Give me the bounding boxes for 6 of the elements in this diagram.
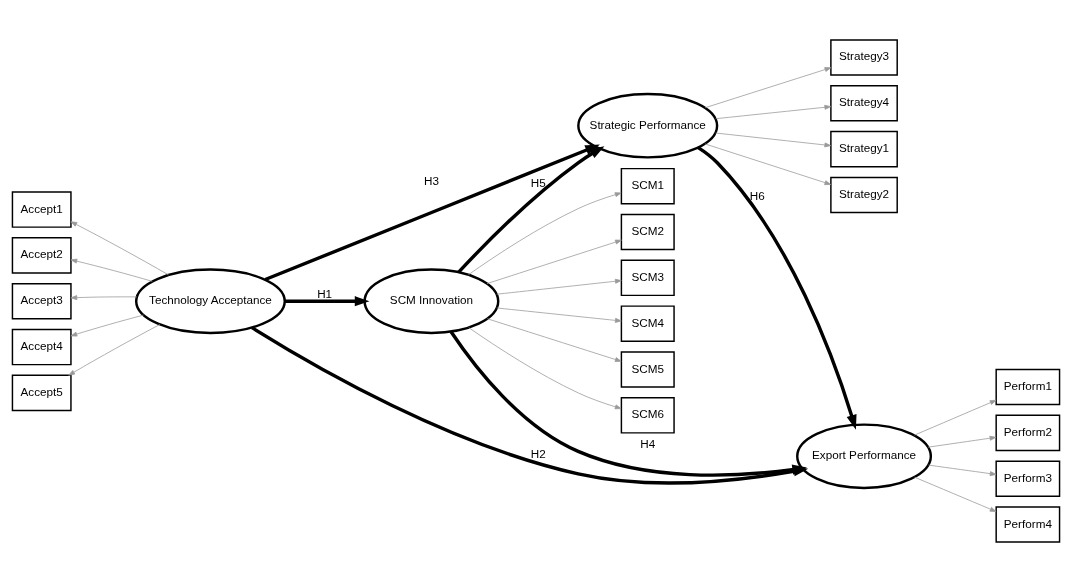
edge-label: H2	[530, 446, 546, 460]
edge-label: H1	[317, 286, 333, 300]
edge-label: H6	[749, 188, 765, 202]
edge-label: H5	[530, 175, 546, 189]
edge-label: H3	[423, 173, 439, 187]
edge-label: H4	[640, 436, 656, 450]
